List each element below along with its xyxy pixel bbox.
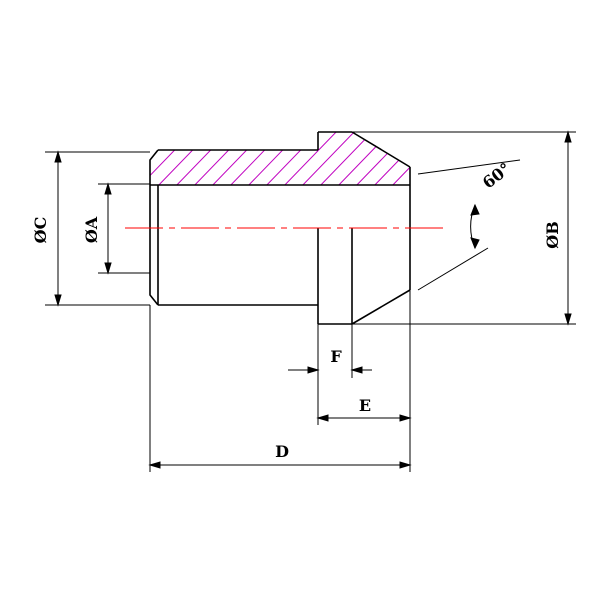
hatch-line — [150, 132, 197, 185]
hatch-line — [189, 132, 251, 185]
hatch-line — [369, 132, 410, 185]
hatch-line — [243, 132, 305, 185]
hatch-line — [279, 132, 341, 185]
dim-a — [98, 182, 150, 275]
dim-f-label: F — [330, 347, 342, 366]
dim-e — [316, 290, 412, 425]
dim-f — [288, 324, 372, 378]
cone-top-edge — [351, 131, 411, 168]
angle-dim — [417, 159, 521, 291]
hatch-line — [424, 128, 484, 190]
part-outline — [149, 131, 411, 325]
hatch-line — [225, 132, 287, 185]
hatch-line — [387, 132, 410, 185]
section-hatch — [150, 128, 484, 190]
dim-a-label: ØA — [82, 216, 101, 243]
hatch-line — [153, 132, 215, 185]
dim-e-label: E — [359, 396, 371, 415]
hatch-line — [150, 132, 179, 185]
hatch-line — [333, 132, 395, 185]
hatch-line — [207, 132, 269, 185]
hatch-line — [171, 132, 233, 185]
dim-b — [352, 130, 576, 326]
dim-c-label: ØC — [31, 217, 50, 244]
hatch-line — [261, 132, 323, 185]
dim-d-label: D — [275, 442, 289, 461]
cone-bottom-edge — [351, 289, 411, 325]
hatch-line — [405, 132, 410, 185]
dim-c — [45, 150, 150, 307]
hatch-line — [315, 132, 377, 185]
dim-b-label: ØB — [543, 221, 562, 248]
dim-d — [148, 305, 412, 472]
hatch-line — [297, 132, 359, 185]
